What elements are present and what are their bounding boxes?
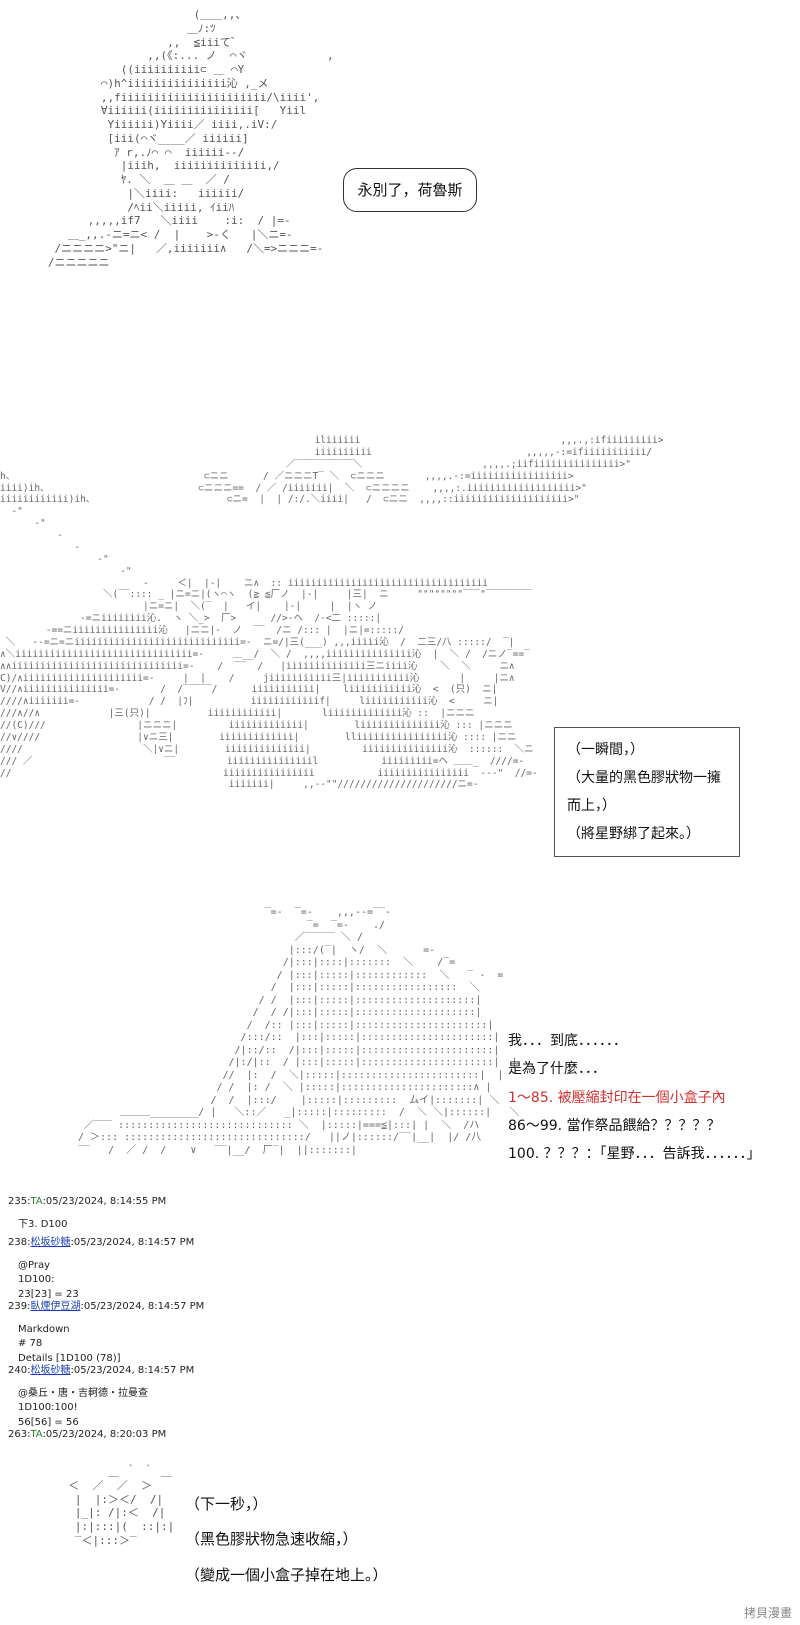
poster-name[interactable]: 松坂砂糖 [30,1365,71,1376]
narration-box: （一瞬間，） （大量的黑色膠狀物一擁而上，） （將星野綁了起來。） [554,727,740,857]
post-header: 238:松坂砂糖:05/23/2024, 8:14:57 PM [8,1237,195,1248]
narration-line-2: （大量的黑色膠狀物一擁而上，） [567,770,721,814]
post-body-line: # 78 [18,1338,43,1349]
post-header: 239:臥煙伊豆湖:05/23/2024, 8:14:57 PM [8,1301,205,1312]
poster-name[interactable]: TA [30,1429,43,1440]
ascii-art-small-box: ＿ ｀ ｀ ＿ ＜ ／ ／ ＞ | |:＞＜/ /| |_|: /|:＜ /| … [68,1465,175,1547]
poster-name[interactable]: TA [30,1196,43,1207]
post-header: 240:松坂砂糖:05/23/2024, 8:14:57 PM [8,1365,195,1376]
panel-2: iliiiiii ,,,.,:ifiiiiiiiii> iiiiiiiiii ,… [0,425,800,895]
post-body-line: @Pray [18,1259,51,1271]
poster-name[interactable]: 臥煙伊豆湖 [30,1301,81,1312]
ending-narration: （下一秒，） （黑色膠狀物急速收縮，） （變成一個小盒子掉在地上。） [185,1487,388,1593]
choice-line-3: 1～85. 被壓縮封印在一個小盒子內 [508,1089,726,1106]
post-header: 263:TA:05/23/2024, 8:20:03 PM [8,1429,167,1440]
choice-line-2: 是為了什麼．．． [508,1061,606,1078]
post-body-line: 1D100: [18,1274,55,1285]
post-body-line: @桑丘・唐・吉軻德・拉曼查 [18,1387,148,1399]
choice-line-5: 100. ？？？：「星野．．．告訴我．．．．．．」 [508,1146,761,1163]
post-263: 263:TA:05/23/2024, 8:20:03 PM [8,1428,166,1443]
ending-line-3: （變成一個小盒子掉在地上。） [185,1565,388,1584]
ending-line-2: （黑色膠狀物急速收縮，） [185,1530,358,1549]
speech-bubble: 永別了，荷魯斯 [343,168,477,212]
post-235: 235:TA:05/23/2024, 8:14:55 PM 下3. D100 [8,1195,166,1232]
choice-list: 我．．．到底．．．．．． 是為了什麼．．． 1～85. 被壓縮封印在一個小盒子內… [508,1027,761,1168]
ending-line-1: （下一秒，） [185,1495,268,1513]
ascii-art-figure-1: (＿＿,,、 ＿ﾉ:ﾂ ,, ≦iiiてﾞ ,,(《:... ノ ⌒ヾ , ((… [28,8,477,283]
speech-text: 永別了，荷魯斯 [357,180,463,199]
post-body-line: 下3. D100 [18,1218,68,1230]
narration-line-1: （一瞬間，） [567,742,644,758]
post-238: 238:松坂砂糖:05/23/2024, 8:14:57 PM @Pray 1D… [8,1236,194,1302]
ascii-art-captured-figure: ‾=- ‾=- ,,,-‐=‾‾- ‾= ‾=- ./ ／‾‾‾‾‾ ＼ / |… [78,907,520,1156]
post-body-line: 56[56] = 56 [18,1416,79,1428]
post-header: 235:TA:05/23/2024, 8:14:55 PM [8,1196,167,1207]
post-240: 240:松坂砂糖:05/23/2024, 8:14:57 PM @桑丘・唐・吉軻… [8,1364,194,1430]
post-239: 239:臥煙伊豆湖:05/23/2024, 8:14:57 PM Markdow… [8,1300,204,1366]
choice-line-1: 我．．．到底．．．．．． [508,1033,627,1049]
choice-line-4: 86～99. 當作祭品餵給？？？？？ [508,1117,721,1134]
watermark: 拷貝漫畫 [743,1606,792,1620]
post-body-line: 23[23] = 23 [18,1288,79,1300]
ascii-art-binding-scene: iliiiiii ,,,.,:ifiiiiiiiii> iiiiiiiiii ,… [0,435,664,791]
post-body-line: Markdown [18,1323,70,1335]
panel-1: (＿＿,,、 ＿ﾉ:ﾂ ,, ≦iiiてﾞ ,,(《:... ノ ⌒ヾ , ((… [0,0,800,425]
post-body-line: Details [1D100 (78)] [18,1352,121,1364]
poster-name[interactable]: 松坂砂糖 [30,1237,71,1248]
narration-line-3: （將星野綁了起來。） [567,826,700,842]
post-body-line: 1D100:100! [18,1402,78,1413]
panel-3: ‾=- ‾=- ,,,-‐=‾‾- ‾= ‾=- ./ ／‾‾‾‾‾ ＼ / |… [0,895,800,1185]
